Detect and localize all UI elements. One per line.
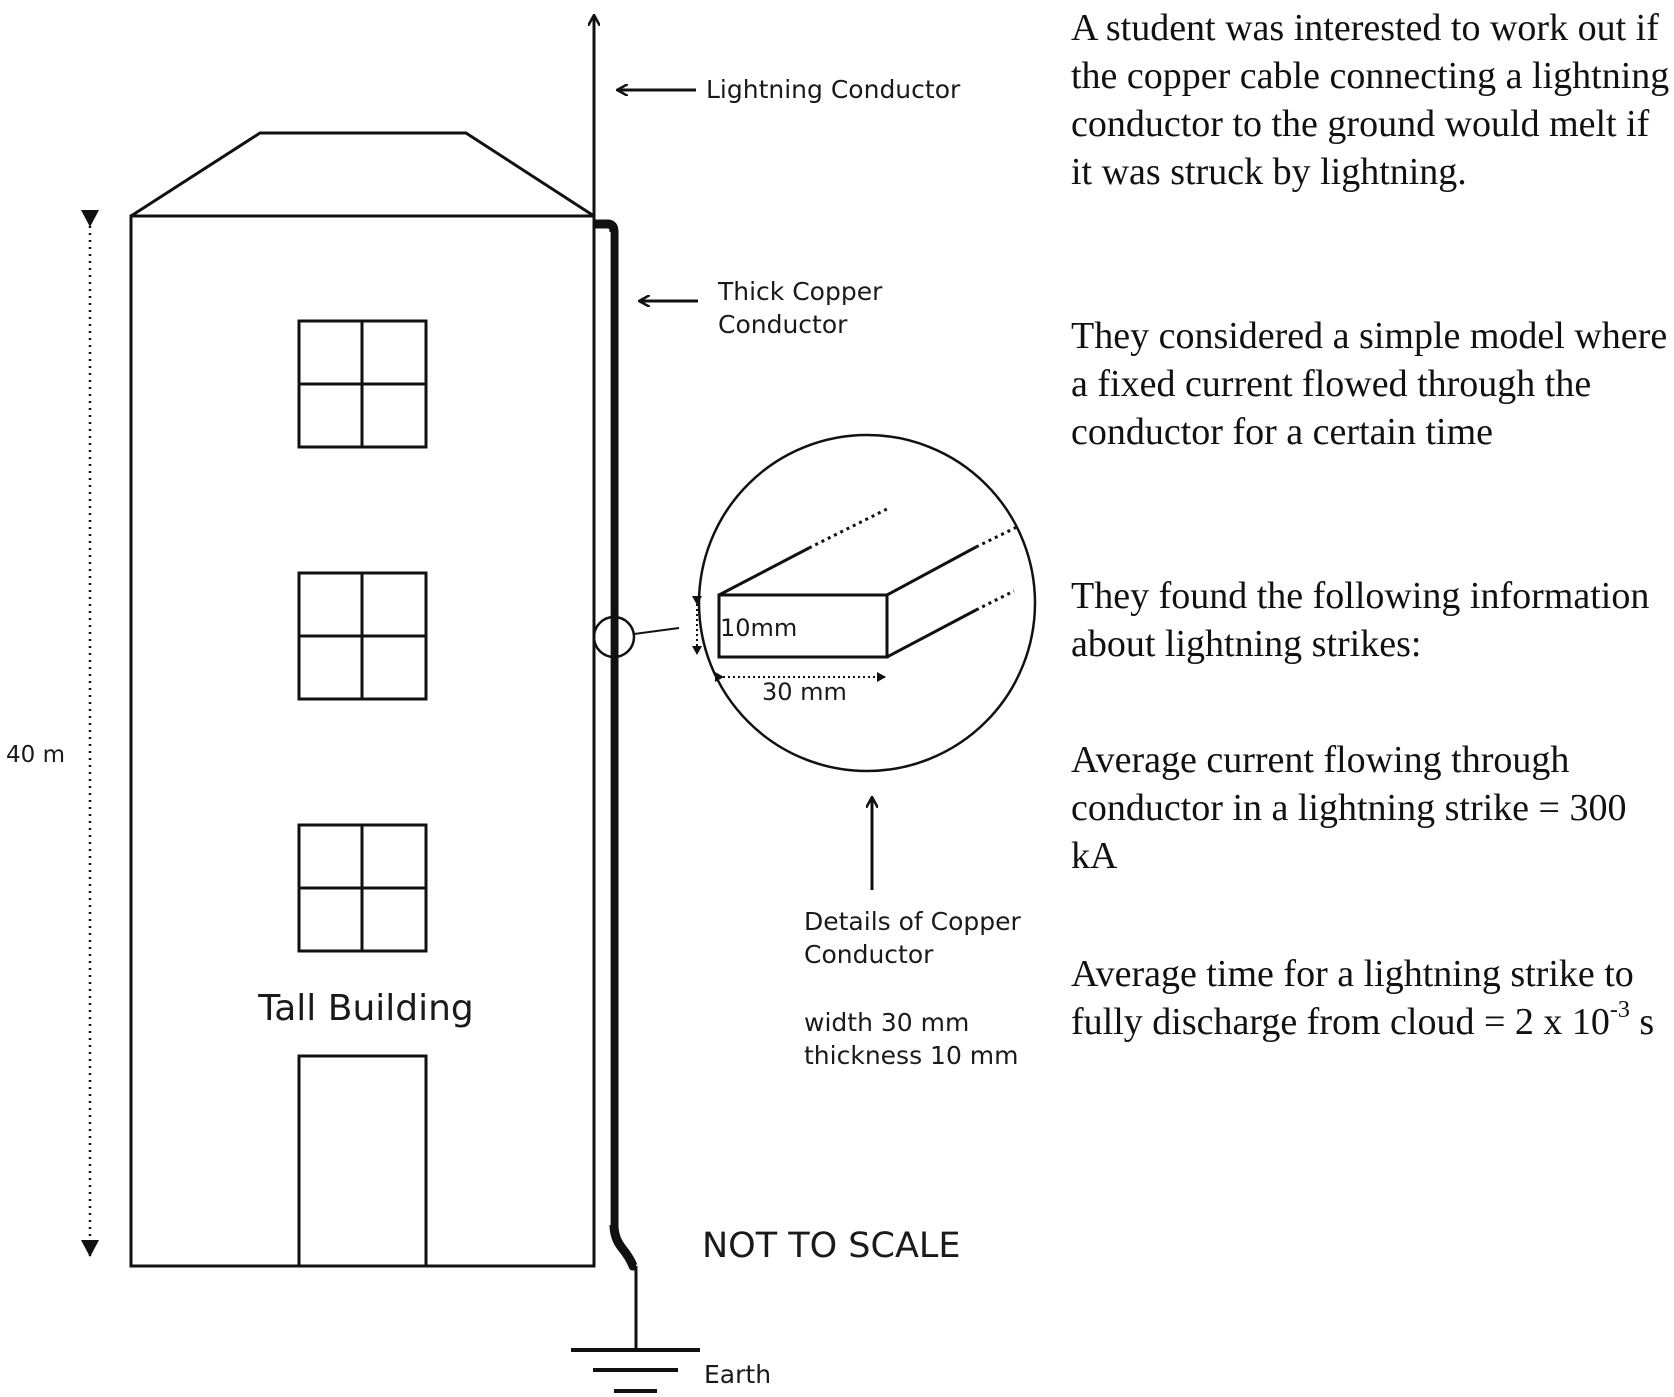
intro-text: A student was interested to work out if … [1071, 7, 1670, 193]
model-text: They considered a simple model where a f… [1071, 315, 1668, 453]
time-paragraph: Average time for a lightning strike to f… [1071, 950, 1671, 1046]
thick-copper-label-2: Conductor [718, 310, 848, 339]
details-label-1: Details of Copper [804, 907, 1022, 936]
window-bottom [297, 823, 428, 953]
current-paragraph: Average current flowing through conducto… [1071, 736, 1671, 880]
time-text: Average time for a lightning strike to f… [1071, 950, 1671, 1046]
copper-cable [594, 219, 638, 1271]
details-label-2: Conductor [804, 940, 934, 969]
thick-copper-label-1: Thick Copper [717, 277, 883, 306]
current-text: Average current flowing through conducto… [1071, 739, 1627, 877]
magnifier-detail-circle [697, 433, 1037, 773]
intro-paragraph: A student was interested to work out if … [1071, 4, 1671, 196]
magnifier-source-circle [592, 615, 636, 659]
height-label: 40 m [6, 742, 65, 768]
width-dimension-label: 30 mm [762, 678, 847, 706]
thickness-dimension-label: 10mm [720, 614, 797, 642]
time-text-prefix: Average time for a lightning strike to f… [1071, 953, 1634, 1043]
thickness-spec-label: thickness 10 mm [804, 1041, 1019, 1070]
found-paragraph: They found the following information abo… [1071, 572, 1671, 668]
time-text-suffix: s [1629, 1001, 1655, 1043]
magnifier-connector [633, 627, 680, 635]
window-top [297, 319, 428, 449]
roof [130, 131, 595, 218]
width-spec-label: width 30 mm [804, 1008, 969, 1037]
window-middle [297, 571, 428, 701]
copper-bar-continuation [808, 506, 1018, 612]
found-text: They found the following information abo… [1071, 575, 1650, 665]
not-to-scale-label: NOT TO SCALE [702, 1226, 961, 1266]
model-paragraph: They considered a simple model where a f… [1071, 312, 1671, 456]
lightning-conductor-label: Lightning Conductor [706, 75, 961, 104]
earth-label: Earth [704, 1360, 771, 1389]
earth-symbol-icon [571, 1348, 700, 1393]
copper-bar-block [717, 545, 977, 659]
time-exponent: -3 [1609, 997, 1630, 1023]
building-label: Tall Building [257, 988, 474, 1029]
door [297, 1054, 428, 1268]
